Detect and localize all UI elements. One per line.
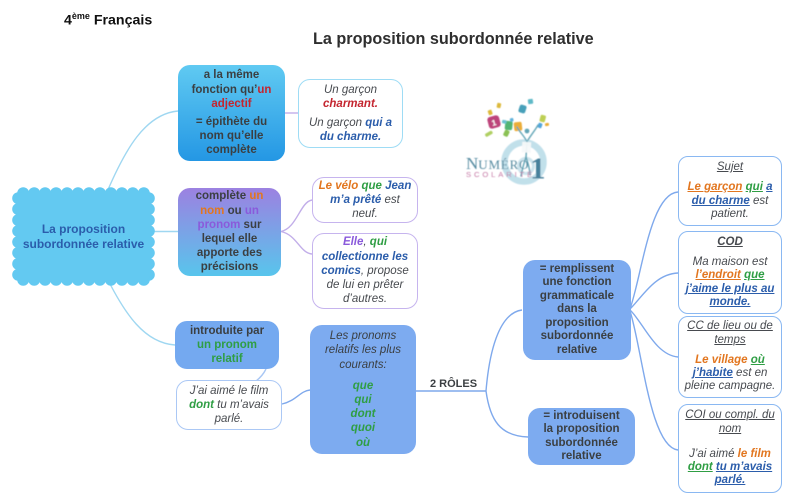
svg-text:SCOLARITÉ: SCOLARITÉ (466, 170, 535, 179)
svg-text:NUMÉRO: NUMÉRO (466, 154, 529, 173)
svg-text:1: 1 (530, 151, 546, 186)
svg-text:1: 1 (491, 118, 498, 128)
